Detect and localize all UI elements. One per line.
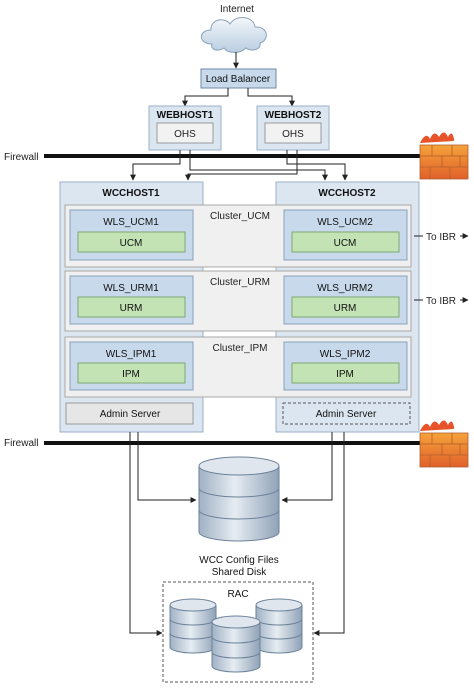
wls-ipm2-label: WLS_IPM2 [320,349,371,360]
rac-db-node-center-icon [211,615,261,673]
webhost1: WEBHOST1 OHS [148,105,222,151]
ucm2-app-label: UCM [334,238,357,249]
webhost2-label: WEBHOST2 [265,110,322,121]
urm2-app-label: URM [334,303,357,314]
rac-db-node-left-icon [169,598,217,654]
cluster-ipm: Cluster_IPM WLS_IPM1 IPM WLS_IPM2 IPM [64,336,412,398]
admin-server-left-label: Admin Server [100,409,161,420]
shared-disk-label-line1: WCC Config Files [199,555,278,566]
cluster-ucm: Cluster_UCM WLS_UCM1 UCM WLS_UCM2 UCM [64,204,412,268]
wls-ipm1-label: WLS_IPM1 [106,349,157,360]
rac-db-node-right-icon [255,598,303,654]
storage-connection-lines [129,432,345,636]
firewall-bottom-label: Firewall [4,438,38,449]
admin-server-right-label: Admin Server [316,409,377,420]
webhost1-ohs-label: OHS [174,129,196,140]
firewall-bottom-icon [419,420,469,468]
webhost-to-wcchost-lines [130,150,348,181]
webhost2-ohs-label: OHS [282,129,304,140]
lb-to-webhost1-line [182,88,229,107]
rac-label: RAC [227,589,248,600]
to-ibr-ucm-label: To IBR [426,232,456,243]
wls-ucm1-label: WLS_UCM1 [103,217,159,228]
load-balancer-box [200,68,277,89]
ipm1-app-label: IPM [122,369,140,380]
admin-server-left-box [65,402,194,425]
lb-to-webhost2-line [247,88,295,107]
wcchost2-label: WCCHOST2 [318,188,376,199]
cluster-urm: Cluster_URM WLS_URM1 URM WLS_URM2 URM [64,270,412,332]
wls-ucm2-label: WLS_UCM2 [317,217,373,228]
cluster-ucm-label: Cluster_UCM [210,211,270,222]
shared-disk-icon [198,456,280,542]
firewall-top-label: Firewall [4,152,38,163]
firewall-top-icon [419,132,469,180]
webhost1-label: WEBHOST1 [157,110,214,121]
webhost2: WEBHOST2 OHS [256,105,330,151]
internet-label: Internet [220,4,254,15]
ucm1-app-label: UCM [120,238,143,249]
admin-server-right-box [282,402,411,425]
ipm2-app-label: IPM [336,369,354,380]
internet-cloud-icon [200,17,267,53]
firewall-top-line [44,154,429,158]
wcchost1-label: WCCHOST1 [102,188,160,199]
shared-disk-label-line2: Shared Disk [212,567,267,578]
wls-urm1-label: WLS_URM1 [103,283,159,294]
load-balancer-label: Load Balancer [206,74,271,85]
wls-urm2-label: WLS_URM2 [317,283,373,294]
to-ibr-urm-label: To IBR [426,296,456,307]
firewall-bottom-line [44,441,429,445]
urm1-app-label: URM [120,303,143,314]
cluster-ipm-label: Cluster_IPM [212,343,267,354]
cluster-urm-label: Cluster_URM [210,277,270,288]
